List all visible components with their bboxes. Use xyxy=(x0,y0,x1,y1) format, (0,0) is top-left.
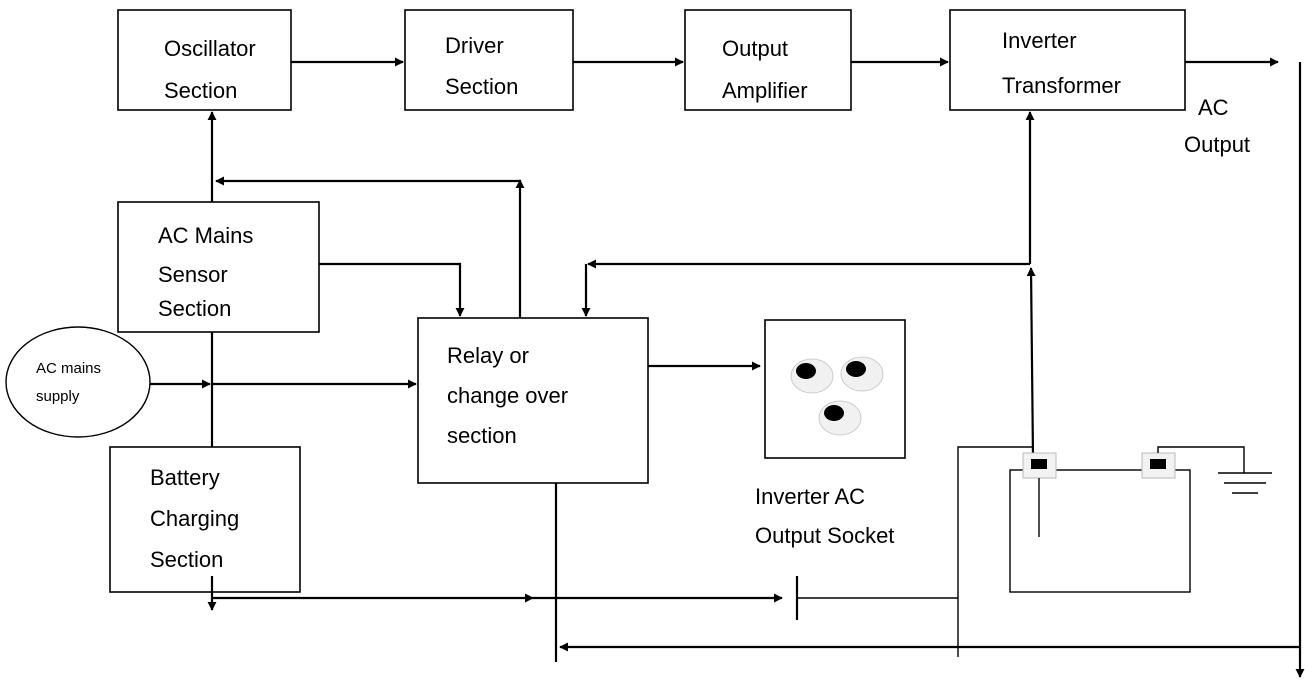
sensor-label-line1: AC Mains xyxy=(158,223,253,248)
driver-label-line1: Driver xyxy=(445,33,504,58)
inverter-output-socket xyxy=(764,319,906,459)
oscillator-label-line2: Section xyxy=(164,78,237,103)
relay-label-line1: Relay or xyxy=(447,343,529,368)
socket-label-line2: Output Socket xyxy=(755,523,894,548)
output-amplifier-block: Output Amplifier xyxy=(684,9,852,111)
battery-charging-block: Battery Charging Section xyxy=(109,446,301,593)
ac-mains-sensor-block: AC Mains Sensor Section xyxy=(117,201,320,333)
sensor-label-line2: Sensor xyxy=(158,262,228,287)
relay-label-line2: change over xyxy=(447,383,568,408)
inverter-transformer-label-line1: Inverter xyxy=(1002,28,1077,53)
sensor-to-relay-arrow xyxy=(319,262,465,317)
ac-output-label-line1: AC xyxy=(1198,95,1229,120)
ground-icon xyxy=(1218,472,1272,494)
battery-up-arrow xyxy=(1026,267,1036,459)
sensor-label-line3: Section xyxy=(158,296,231,321)
oscillator-label-line1: Oscillator xyxy=(164,36,256,61)
relay-changeover-block: Relay or change over section xyxy=(417,317,649,484)
inverter-transformer-block: Inverter Transformer xyxy=(949,9,1186,111)
output-amplifier-label-line1: Output xyxy=(722,36,788,61)
oscillator-section-block: Oscillator Section xyxy=(117,9,292,111)
three-pin-socket-icon xyxy=(790,356,884,436)
ac-mains-supply-label-line1: AC mains xyxy=(36,360,101,377)
charging-label-line2: Charging xyxy=(150,506,239,531)
driver-label-line2: Section xyxy=(445,74,518,99)
ac-mains-supply-source: AC mains supply xyxy=(5,326,151,438)
charging-label-line3: Section xyxy=(150,547,223,572)
inverter-transformer-label-line2: Transformer xyxy=(1002,73,1121,98)
ac-output-label-line2: Output xyxy=(1184,132,1250,157)
battery-feed-wire xyxy=(957,446,1033,657)
relay-label-line3: section xyxy=(447,423,517,448)
ac-mains-supply-label-line2: supply xyxy=(36,388,80,405)
battery-icon xyxy=(1009,446,1245,593)
driver-section-block: Driver Section xyxy=(404,9,574,111)
charging-label-line1: Battery xyxy=(150,465,220,490)
output-amplifier-label-line2: Amplifier xyxy=(722,78,808,103)
socket-label-line1: Inverter AC xyxy=(755,484,865,509)
